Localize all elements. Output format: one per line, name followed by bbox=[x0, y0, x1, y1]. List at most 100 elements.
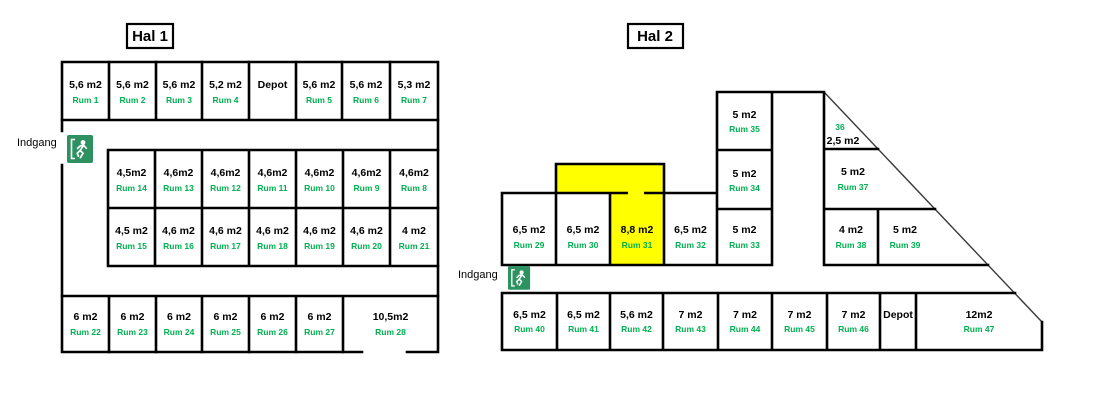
room-size-label: 12m2 bbox=[966, 309, 993, 321]
hal1-entrance-label: Indgang bbox=[17, 137, 57, 149]
room-size-label: 5,6 m2 bbox=[163, 79, 196, 91]
room-size-label: 4,6 m2 bbox=[350, 225, 383, 237]
room-size-label: 5,6 m2 bbox=[350, 79, 383, 91]
room-size-label: 4,5m2 bbox=[117, 167, 147, 179]
room-number-label: Rum 12 bbox=[210, 183, 241, 193]
room-size-label: 6,5 m2 bbox=[513, 224, 546, 236]
room-size-label: 5 m2 bbox=[893, 224, 917, 236]
room-size-label: 4 m2 bbox=[839, 224, 863, 236]
room-number-label: Rum 1 bbox=[73, 95, 99, 105]
hal2-bottom-row: 6,5 m2 Rum 40 6,5 m2 Rum 41 5,6 m2 Rum 4… bbox=[513, 309, 994, 334]
hal2-diagonal-wall bbox=[823, 91, 1043, 323]
room-number-label: Rum 31 bbox=[622, 240, 653, 250]
room-number-label: 36 bbox=[835, 122, 845, 132]
room-number-label: Rum 5 bbox=[306, 95, 332, 105]
room-number-label: Rum 32 bbox=[675, 240, 706, 250]
room-number-label: Rum 8 bbox=[401, 183, 427, 193]
room-number-label: Rum 37 bbox=[838, 182, 869, 192]
room-number-label: Rum 18 bbox=[257, 241, 288, 251]
room-size-label: 5 m2 bbox=[733, 224, 757, 236]
room-number-label: Rum 28 bbox=[375, 327, 406, 337]
hal2-entrance-label: Indgang bbox=[458, 269, 498, 281]
room-number-label: Rum 46 bbox=[838, 324, 869, 334]
room-size-label: 5,2 m2 bbox=[209, 79, 242, 91]
room-number-label: Rum 26 bbox=[257, 327, 288, 337]
room-size-label: 7 m2 bbox=[842, 309, 866, 321]
depot-label: Depot bbox=[258, 79, 288, 91]
room-number-label: Rum 21 bbox=[399, 241, 430, 251]
hal2-title: Hal 2 bbox=[637, 28, 673, 45]
room-number-label: Rum 3 bbox=[166, 95, 192, 105]
room-size-label: 6 m2 bbox=[167, 311, 191, 323]
room-number-label: Rum 11 bbox=[257, 183, 288, 193]
room-size-label: 7 m2 bbox=[788, 309, 812, 321]
exit-icon bbox=[67, 135, 93, 163]
room-size-label: 8,8 m2 bbox=[621, 224, 654, 236]
hal2-title-box: Hal 2 bbox=[626, 22, 685, 50]
room-number-label: Rum 41 bbox=[568, 324, 599, 334]
room-number-label: Rum 17 bbox=[210, 241, 241, 251]
room-number-label: Rum 45 bbox=[784, 324, 815, 334]
exit-icon bbox=[508, 266, 531, 290]
room-size-label: 4,6m2 bbox=[164, 167, 194, 179]
room-size-label: 4,6 m2 bbox=[303, 225, 336, 237]
room-size-label: 4,6m2 bbox=[258, 167, 288, 179]
room-size-label: 7 m2 bbox=[733, 309, 757, 321]
room-31-door-gap bbox=[628, 189, 644, 200]
room-number-label: Rum 15 bbox=[116, 241, 147, 251]
room-size-label: 5 m2 bbox=[733, 168, 757, 180]
highlight-room-31 bbox=[610, 193, 664, 265]
room-size-label: 6 m2 bbox=[74, 311, 98, 323]
room-size-label: 6 m2 bbox=[121, 311, 145, 323]
room-size-label: 6,5 m2 bbox=[567, 309, 600, 321]
room-number-label: Rum 29 bbox=[514, 240, 545, 250]
room-number-label: Rum 10 bbox=[304, 183, 335, 193]
room-size-label: 6,5 m2 bbox=[674, 224, 707, 236]
room-size-label: 4,6m2 bbox=[352, 167, 382, 179]
room-number-label: Rum 33 bbox=[729, 240, 760, 250]
room-number-label: Rum 16 bbox=[163, 241, 194, 251]
room-size-label: 4 m2 bbox=[402, 225, 426, 237]
room-number-label: Rum 9 bbox=[354, 183, 380, 193]
hal2-main-row: 6,5 m2 Rum 29 6,5 m2 Rum 30 8,8 m2 Rum 3… bbox=[513, 224, 760, 250]
room-size-label: 6,5 m2 bbox=[513, 309, 546, 321]
room-size-label: 4,6 m2 bbox=[256, 225, 289, 237]
room-number-label: Rum 43 bbox=[675, 324, 706, 334]
hal1-inner-walls bbox=[60, 60, 440, 354]
room-size-label: 5,6 m2 bbox=[620, 309, 653, 321]
room-number-label: Rum 2 bbox=[120, 95, 146, 105]
room-size-label: 5,6 m2 bbox=[303, 79, 336, 91]
room-number-label: Rum 6 bbox=[353, 95, 379, 105]
room-number-label: Rum 4 bbox=[213, 95, 239, 105]
room-number-label: Rum 39 bbox=[890, 240, 921, 250]
room-number-label: Rum 20 bbox=[351, 241, 382, 251]
room-size-label: 6 m2 bbox=[214, 311, 238, 323]
highlight-room-31-annex bbox=[556, 164, 664, 193]
room-size-label: 2,5 m2 bbox=[827, 135, 860, 147]
room-number-label: Rum 30 bbox=[568, 240, 599, 250]
hal1-title-box: Hal 1 bbox=[125, 22, 175, 50]
room-number-label: Rum 47 bbox=[964, 324, 995, 334]
room-size-label: 4,6 m2 bbox=[209, 225, 242, 237]
room-size-label: 4,6 m2 bbox=[162, 225, 195, 237]
hal2-walls bbox=[500, 90, 1044, 352]
room-number-label: Rum 7 bbox=[401, 95, 427, 105]
hal1-middle-row-lower: 4,5 m2 Rum 15 4,6 m2 Rum 16 4,6 m2 Rum 1… bbox=[115, 225, 429, 251]
room-number-label: Rum 44 bbox=[730, 324, 761, 334]
hal1-title: Hal 1 bbox=[132, 28, 168, 45]
room-size-label: 5,6 m2 bbox=[69, 79, 102, 91]
room-number-label: Rum 38 bbox=[836, 240, 867, 250]
room-number-label: Rum 13 bbox=[163, 183, 194, 193]
hal1-outer-walls bbox=[60, 60, 440, 354]
room-size-label: 6 m2 bbox=[261, 311, 285, 323]
room-number-label: Rum 19 bbox=[304, 241, 335, 251]
room-number-label: Rum 27 bbox=[304, 327, 335, 337]
room-number-label: Rum 35 bbox=[729, 124, 760, 134]
room-number-label: Rum 34 bbox=[729, 183, 760, 193]
room-number-label: Rum 42 bbox=[621, 324, 652, 334]
hal1-middle-row-upper: 4,5m2 Rum 14 4,6m2 Rum 13 4,6m2 Rum 12 4… bbox=[116, 167, 429, 193]
room-size-label: 4,6m2 bbox=[305, 167, 335, 179]
hal2-right-rooms: 36 2,5 m2 5 m2 Rum 37 4 m2 Rum 38 5 m2 R… bbox=[827, 122, 921, 250]
